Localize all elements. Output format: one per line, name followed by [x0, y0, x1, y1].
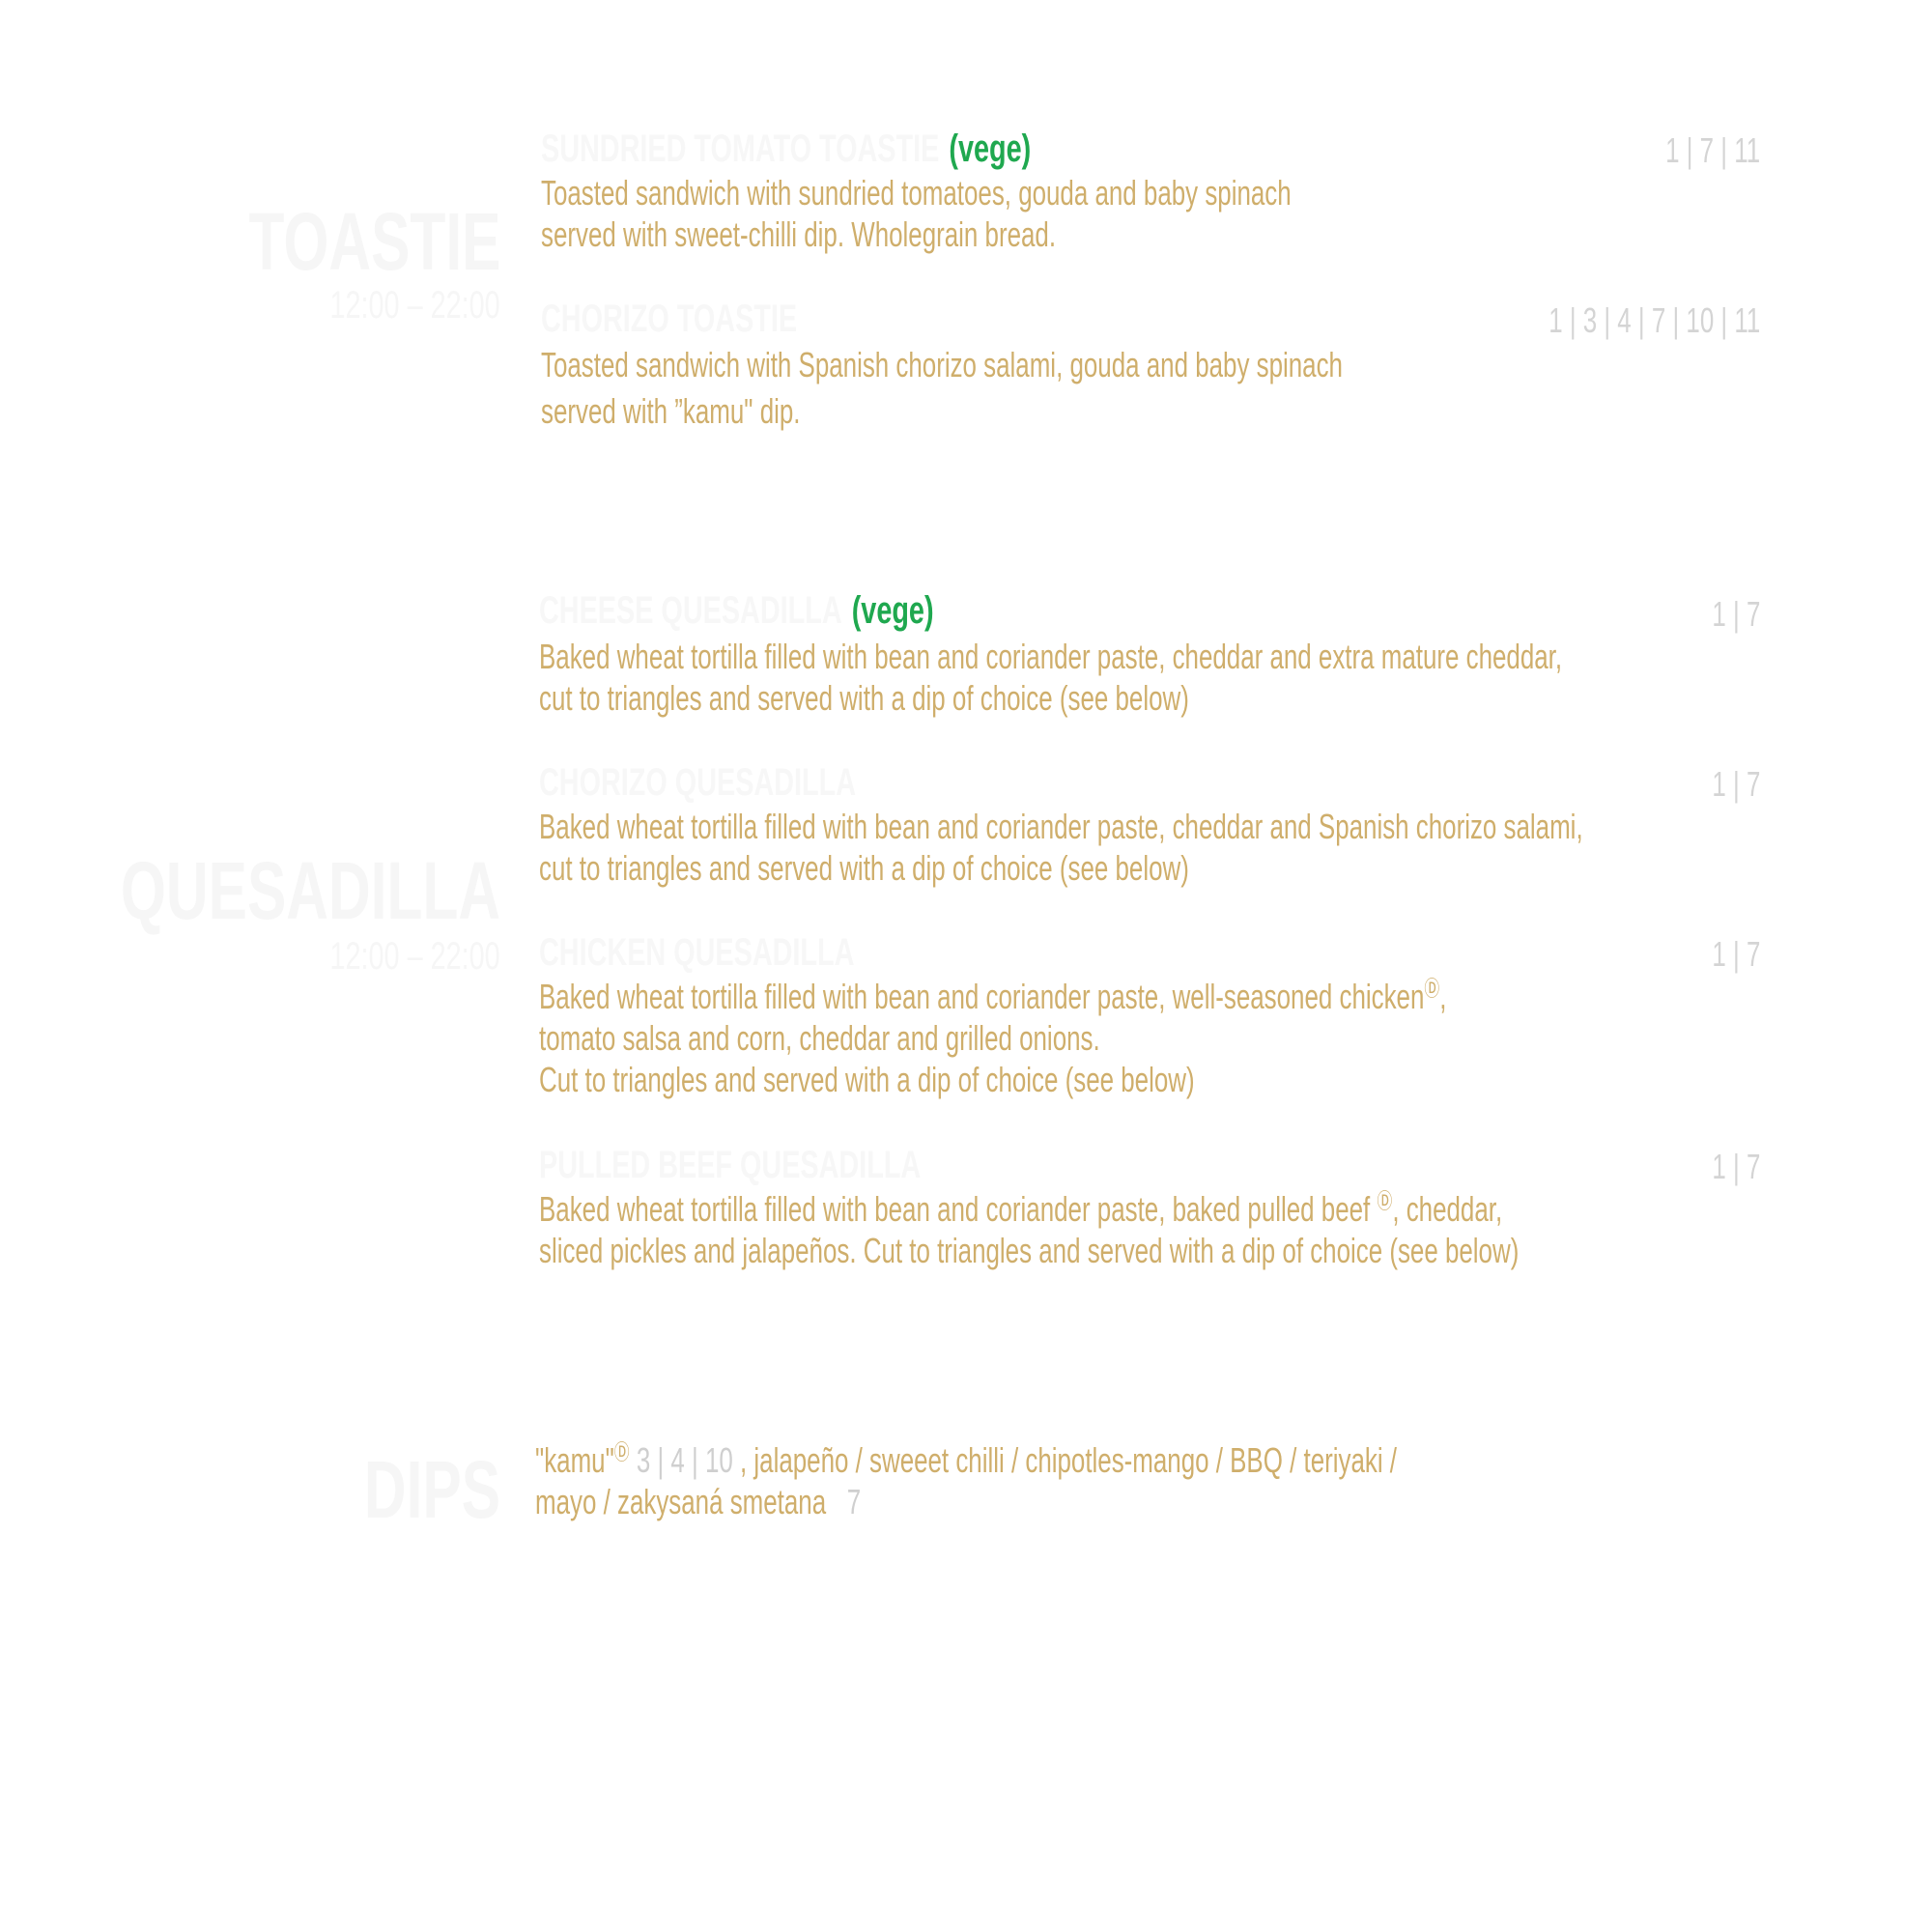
- allergen-codes: 7: [846, 1482, 862, 1521]
- section-title-dips: DIPS: [363, 1444, 500, 1535]
- allergen-codes: 1 | 7: [1712, 934, 1760, 974]
- item-name: CHEESE QUESADILLA(vege): [539, 589, 934, 632]
- menu-item: CHORIZO QUESADILLA: [539, 763, 980, 802]
- section-title-toastie: TOASTIE: [248, 196, 500, 287]
- registered-mark-icon: Ⓓ: [1424, 977, 1440, 1001]
- item-name: CHORIZO QUESADILLA: [539, 761, 856, 804]
- item-name: CHORIZO TOASTIE: [541, 298, 798, 340]
- allergen-codes: 3 | 4 | 10: [636, 1440, 733, 1480]
- menu-item: CHEESE QUESADILLA(vege): [539, 591, 1087, 630]
- registered-mark-icon: Ⓓ: [613, 1440, 630, 1464]
- item-name: SUNDRIED TOMATO TOASTIE(vege): [541, 128, 1032, 170]
- allergen-codes: 1 | 7: [1712, 594, 1760, 634]
- item-description: Baked wheat tortilla filled with bean an…: [539, 807, 1583, 888]
- allergen-codes: 1 | 7 | 11: [1664, 130, 1760, 170]
- item-description: Baked wheat tortilla filled with bean an…: [539, 977, 1447, 1099]
- section-title-quesadilla: QUESADILLA: [120, 845, 500, 936]
- vege-badge: (vege): [949, 128, 1032, 170]
- allergen-codes: 1 | 7: [1712, 764, 1760, 804]
- item-description: Toasted sandwich with sundried tomatoes,…: [541, 173, 1292, 254]
- item-name: PULLED BEEF QUESADILLA: [539, 1144, 922, 1186]
- section-hours-toastie: 12:00 – 22:00: [329, 284, 500, 327]
- menu-item: SUNDRIED TOMATO TOASTIE(vege): [541, 129, 1768, 168]
- item-description: Baked wheat tortilla filled with bean an…: [539, 637, 1563, 718]
- menu-item: CHORIZO TOASTIE: [541, 299, 896, 338]
- allergen-codes: 1 | 3 | 4 | 7 | 10 | 11: [1548, 300, 1760, 340]
- menu-item: CHICKEN QUESADILLA: [539, 933, 977, 972]
- menu-item: PULLED BEEF QUESADILLA: [539, 1146, 1069, 1184]
- allergen-codes: 1 | 7: [1712, 1147, 1760, 1186]
- vege-badge: (vege): [851, 589, 934, 632]
- item-description: Toasted sandwich with Spanish chorizo sa…: [541, 345, 1343, 431]
- section-hours-quesadilla: 12:00 – 22:00: [329, 935, 500, 978]
- registered-mark-icon: Ⓓ: [1377, 1189, 1393, 1213]
- item-description: Baked wheat tortilla filled with bean an…: [539, 1189, 1520, 1270]
- item-name: CHICKEN QUESADILLA: [539, 931, 855, 974]
- dips-list: "kamu"Ⓓ 3 | 4 | 10 , jalapeño / sweeet c…: [535, 1440, 1397, 1521]
